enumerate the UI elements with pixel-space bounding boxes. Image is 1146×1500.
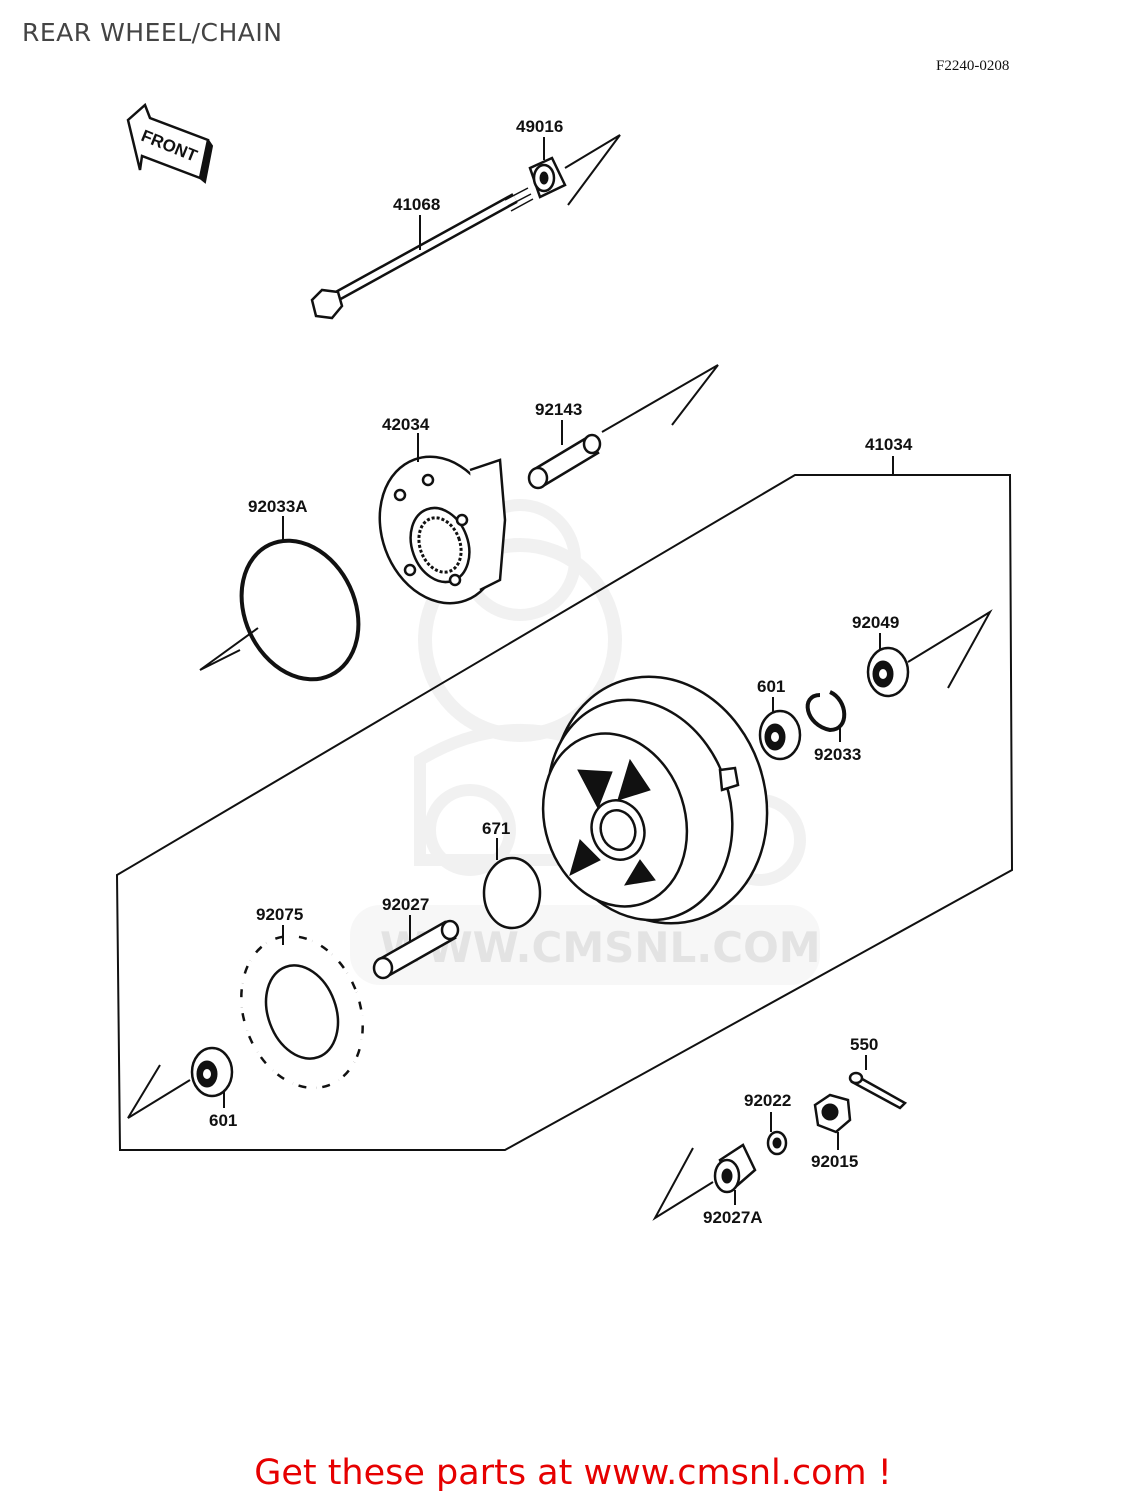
label-92143: 92143 bbox=[535, 400, 582, 419]
label-92027A: 92027A bbox=[703, 1208, 763, 1227]
label-671: 671 bbox=[482, 819, 510, 838]
part-92033-circlip bbox=[805, 690, 847, 733]
label-41068: 41068 bbox=[393, 195, 440, 214]
label-49016: 49016 bbox=[516, 117, 563, 136]
part-601-bearing-right bbox=[758, 709, 802, 761]
label-41034: 41034 bbox=[865, 435, 913, 454]
part-wheel-hub bbox=[541, 675, 769, 925]
label-92075: 92075 bbox=[256, 905, 303, 924]
label-601-left: 601 bbox=[209, 1111, 237, 1130]
label-92015: 92015 bbox=[811, 1152, 858, 1171]
label-92022: 92022 bbox=[744, 1091, 791, 1110]
part-92033A-snap-ring bbox=[239, 538, 361, 682]
part-92075-damper bbox=[238, 933, 366, 1091]
label-92049: 92049 bbox=[852, 613, 899, 632]
assembly-41034-outline bbox=[115, 474, 1014, 1151]
part-92015-nut bbox=[813, 1093, 852, 1134]
label-550: 550 bbox=[850, 1035, 878, 1054]
part-42034-coupling bbox=[378, 455, 507, 605]
part-601-bearing-left bbox=[190, 1046, 234, 1098]
label-92027: 92027 bbox=[382, 895, 429, 914]
label-92033A: 92033A bbox=[248, 497, 308, 516]
part-92049-bearing bbox=[866, 646, 910, 698]
part-49016-collar bbox=[528, 156, 567, 199]
part-92143-spacer bbox=[527, 433, 602, 490]
part-92027-spacer bbox=[372, 919, 460, 980]
label-601-right: 601 bbox=[757, 677, 785, 696]
label-42034: 42034 bbox=[382, 415, 430, 434]
label-92033: 92033 bbox=[814, 745, 861, 764]
footer-link-text[interactable]: Get these parts at www.cmsnl.com ! bbox=[254, 1453, 892, 1493]
part-671-o-ring bbox=[482, 856, 542, 930]
part-550-cotter-pin bbox=[848, 1071, 908, 1110]
part-92022-washer bbox=[766, 1130, 788, 1156]
diagram-code: F2240-0208 bbox=[936, 58, 1010, 74]
part-92027A-collar bbox=[713, 1143, 757, 1194]
part-41068-axle bbox=[310, 187, 534, 320]
page-title: REAR WHEEL/CHAIN bbox=[22, 18, 283, 47]
front-arrow: FRONT bbox=[126, 102, 214, 184]
